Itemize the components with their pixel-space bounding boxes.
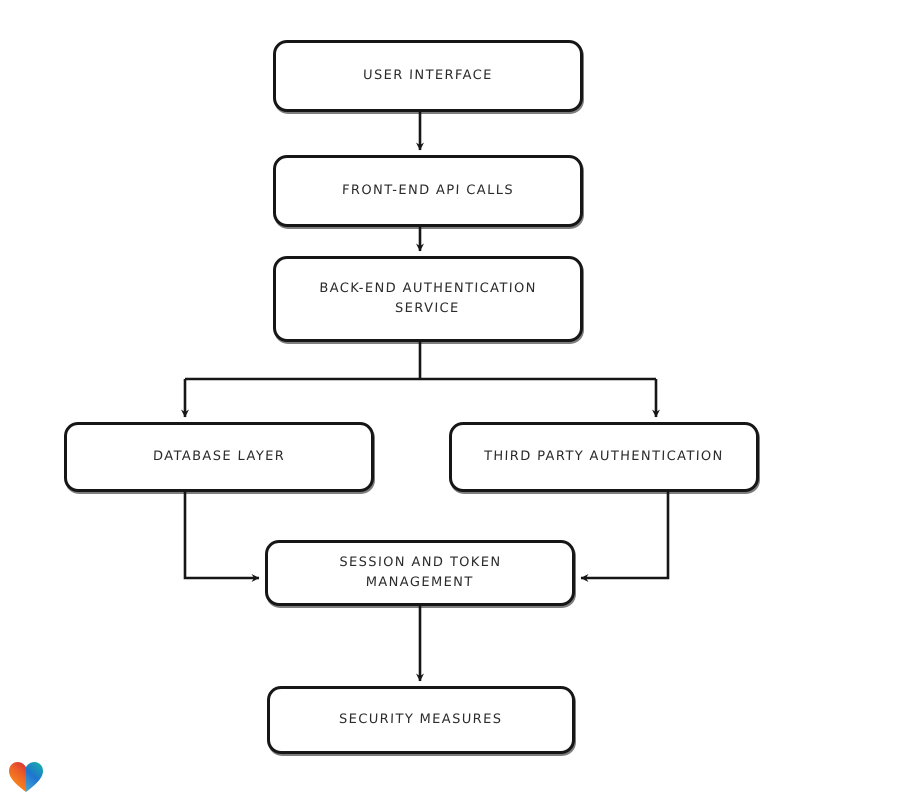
node-backend-authentication-service-label: Back-End Authentication Service	[319, 280, 538, 316]
node-user-interface-label: User Interface	[362, 67, 494, 83]
node-third-party-authentication-label: Third Party Authentication	[483, 448, 725, 464]
node-security-measures-label: Security Measures	[339, 711, 503, 727]
node-frontend-api-calls[interactable]: Front-End API Calls	[273, 155, 583, 227]
node-frontend-api-calls-label: Front-End API Calls	[341, 182, 515, 198]
edge-third-party-auth-to-session-token	[580, 492, 670, 582]
node-security-measures[interactable]: Security Measures	[267, 686, 575, 754]
node-database-layer[interactable]: Database Layer	[64, 422, 374, 492]
heart-icon	[9, 762, 43, 792]
node-session-and-token-management[interactable]: Session and Token Management	[265, 540, 575, 606]
node-backend-authentication-service[interactable]: Back-End Authentication Service	[273, 256, 583, 342]
node-user-interface[interactable]: User Interface	[273, 40, 583, 112]
node-session-and-token-management-label: Session and Token Management	[339, 554, 502, 590]
node-database-layer-label: Database Layer	[152, 448, 286, 464]
edge-database-layer-to-session-token	[183, 492, 260, 582]
node-third-party-authentication[interactable]: Third Party Authentication	[449, 422, 759, 492]
